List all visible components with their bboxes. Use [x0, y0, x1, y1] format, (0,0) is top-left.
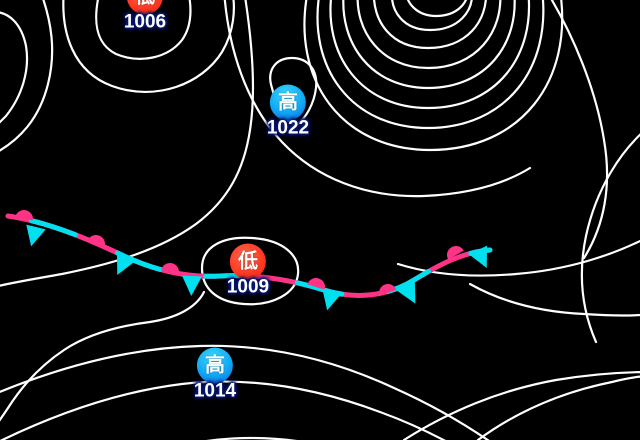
isobar-line: [550, 0, 609, 260]
cold-front-triangle: [182, 275, 202, 296]
isobar-line: [329, 0, 531, 110]
low-pressure-icon: 低: [127, 0, 163, 15]
high-pressure-icon: 高: [270, 84, 306, 121]
cold-front-triangle: [322, 288, 342, 311]
high-pressure-icon: 高: [197, 347, 233, 384]
cold-front-triangle: [117, 252, 135, 275]
cold-front-triangle: [397, 281, 416, 304]
cold-front-triangle: [26, 224, 46, 247]
front-line-cold-segment: [5, 213, 493, 298]
cold-front-triangle: [469, 245, 487, 268]
isobar-line: [200, 236, 300, 306]
isobar-line: [468, 282, 640, 317]
isobar-line: [95, 0, 192, 60]
isobar-line: [407, 0, 467, 18]
isobar-line: [0, 11, 29, 124]
pressure-value-label: 1014: [193, 380, 237, 402]
warm-front-semicircle: [15, 210, 33, 221]
warm-front-semicircle: [87, 235, 105, 248]
isobar-line: [0, 380, 446, 440]
warm-front-semicircle: [379, 284, 397, 297]
pressure-value-label: 1009: [226, 276, 270, 298]
isobar-line: [223, 0, 532, 198]
warm-front-semicircle: [307, 278, 325, 290]
low-pressure-icon: 低: [230, 243, 266, 280]
isobar-line: [62, 0, 235, 94]
isobar-line: [303, 0, 564, 152]
warm-front-semicircle: [447, 246, 464, 260]
isobar-line: [373, 0, 487, 50]
pressure-value-label: 1006: [123, 11, 167, 33]
isobar-line: [316, 0, 545, 130]
isobar-line: [0, 344, 490, 440]
isobar-line: [0, 0, 254, 287]
isobar-line: [0, 0, 54, 152]
isobar-line: [391, 0, 473, 32]
isobar-line: [476, 375, 640, 440]
isobar-line: [402, 371, 640, 440]
pressure-marker-low-1006[interactable]: 低1006: [124, 0, 166, 34]
isobar-line: [342, 0, 516, 90]
isobar-line: [580, 133, 640, 344]
fronts-group: [5, 210, 493, 311]
warm-front-semicircle: [161, 263, 179, 274]
isobar-line: [356, 0, 502, 70]
pressure-value-label: 1022: [266, 117, 310, 139]
isobar-line: [0, 290, 206, 422]
isobar-line: [206, 436, 298, 440]
